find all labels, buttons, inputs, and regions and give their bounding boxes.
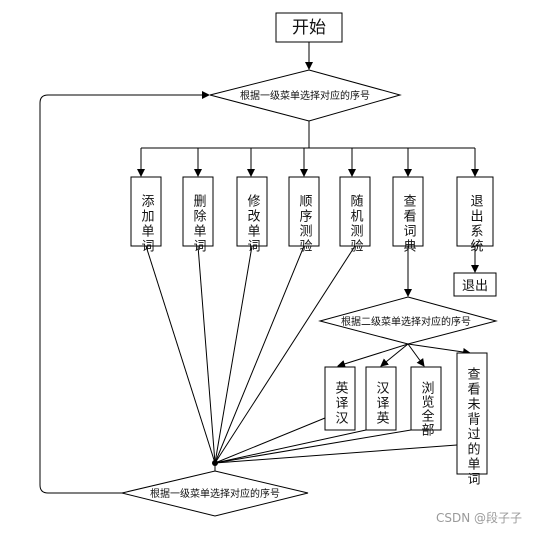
branch-arrow-browse-all: [407, 343, 425, 367]
exit-node: [453, 272, 497, 297]
option-delete: 删除单词: [182, 176, 214, 254]
option-en-zh-box: [324, 366, 356, 431]
menu1-decision-bottom: [121, 470, 309, 517]
return-line-seq-test: [214, 245, 305, 464]
option-browse-all: 浏览全部: [410, 366, 442, 437]
branch-arrow-unlearned: [407, 343, 471, 356]
start-label: 开始: [292, 18, 326, 38]
option-exit-system-label: 退出系统: [468, 194, 484, 254]
option-add: 添加单词: [130, 176, 162, 254]
option-delete-label: 删除单词: [191, 194, 207, 254]
return-lines: [145, 245, 458, 464]
option-rand-test-label: 随机测验: [348, 194, 364, 254]
option-unlearned-label: 查看未背过的单词: [465, 367, 481, 487]
return-line-delete: [197, 245, 216, 464]
option-add-box: [130, 176, 162, 247]
option-exit-system-box: [456, 176, 494, 247]
option-en-zh-label: 英译汉: [333, 381, 349, 426]
option-dict-box: [392, 176, 424, 247]
return-line-rand-test: [214, 245, 356, 464]
branch-arrow-zh-en: [380, 343, 409, 367]
return-line-en-zh: [214, 417, 326, 464]
option-unlearned-box: [456, 352, 488, 475]
return-line-browse-all: [214, 429, 412, 464]
menu1-decision-bottom-label: 根据一级菜单选择对应的序号: [150, 487, 280, 500]
return-line-unlearned: [214, 444, 458, 464]
option-en-zh: 英译汉: [324, 366, 356, 431]
option-modify-label: 修改单词: [245, 194, 261, 254]
option-modify: 修改单词: [236, 176, 268, 254]
menu2-decision-label: 根据二级菜单选择对应的序号: [341, 315, 471, 328]
option-unlearned: 查看未背过的单词: [456, 352, 488, 487]
option-zh-en-label: 汉译英: [374, 381, 390, 426]
watermark: CSDN @段子子: [436, 510, 522, 525]
option-dict-label: 查看词典: [401, 194, 417, 254]
option-rand-test: 随机测验: [339, 176, 371, 254]
option-zh-en-box: [365, 366, 397, 431]
menu1-decision-top-label: 根据一级菜单选择对应的序号: [240, 89, 370, 102]
return-line-add: [145, 245, 216, 464]
branch-arrow-en-zh: [337, 343, 409, 368]
option-modify-box: [236, 176, 268, 247]
return-line-modify: [214, 245, 253, 464]
option-exit-system: 退出系统: [456, 176, 494, 254]
option-browse-all-label: 浏览全部: [419, 380, 435, 437]
exit-label: 退出: [462, 279, 488, 294]
option-seq-test-label: 顺序测验: [297, 194, 313, 254]
loop-back-arrow: [39, 91, 210, 494]
option-zh-en: 汉译英: [365, 366, 397, 431]
return-line-zh-en: [214, 429, 367, 464]
start-node: [275, 12, 343, 43]
option-seq-test: 顺序测验: [288, 176, 320, 254]
option-browse-all-box: [410, 366, 442, 431]
option-add-label: 添加单词: [139, 194, 155, 254]
option-dict: 查看词典: [392, 176, 424, 254]
